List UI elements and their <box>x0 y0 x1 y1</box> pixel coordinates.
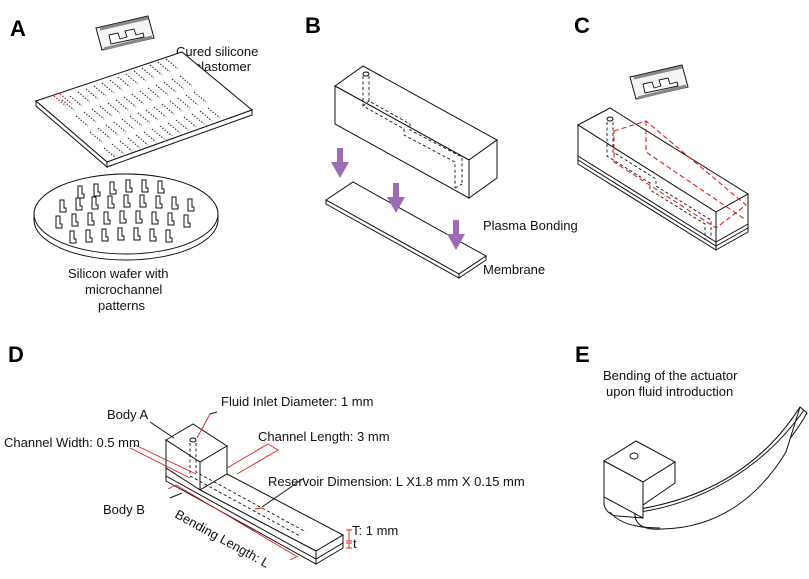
membrane-caption: Membrane <box>483 262 545 277</box>
dimension-marks <box>129 411 352 561</box>
silicon-wafer <box>33 173 219 261</box>
bending-caption-line2: upon fluid introduction <box>606 384 733 399</box>
razor-blade-icon <box>628 63 690 101</box>
body-b-label: Body B <box>103 502 145 517</box>
panel-e-label: E <box>575 342 590 367</box>
razor-blade-icon <box>94 14 156 52</box>
wafer-caption-line1: Silicon wafer with <box>68 266 168 281</box>
thickness-t-label: t <box>353 536 357 551</box>
body-a-label: Body A <box>107 407 149 422</box>
fluid-inlet-label: Fluid Inlet Diameter: 1 mm <box>221 394 373 409</box>
panel-c-label: C <box>574 13 590 38</box>
elastomer-caption-line1: Cured silicone <box>176 44 258 59</box>
actuator-schematic <box>165 423 345 565</box>
bonded-actuator-block <box>577 107 749 251</box>
reservoir-dimension-label: Reservoir Dimension: L X1.8 mm X 0.15 mm <box>268 474 525 489</box>
wafer-caption-line2: microchannel <box>85 282 162 297</box>
membrane-sheet <box>325 181 487 279</box>
down-arrow-icon <box>331 148 465 250</box>
panel-b: B Plasma Bonding Membrane <box>305 13 578 279</box>
plasma-bonding-caption: Plasma Bonding <box>483 218 578 233</box>
panel-a-label: A <box>10 16 26 41</box>
channel-length-label: Channel Length: 3 mm <box>258 429 390 444</box>
wafer-caption-line3: patterns <box>98 298 145 313</box>
channel-width-label: Channel Width: 0.5 mm <box>4 435 140 450</box>
panel-c: C <box>574 13 749 251</box>
bent-actuator <box>603 406 808 530</box>
bending-caption-line1: Bending of the actuator <box>603 368 738 383</box>
thickness-T-label: T: 1 mm <box>352 523 398 538</box>
panel-e: E Bending of the actuator upon fluid int… <box>575 342 808 530</box>
elastomer-caption-line2: elastomer <box>194 59 252 74</box>
panel-a: A Cured silicone elastomer <box>10 14 258 313</box>
panel-b-label: B <box>305 13 321 38</box>
panel-d: D Body A Body B <box>4 342 525 571</box>
panel-d-label: D <box>8 342 24 367</box>
elastomer-slab <box>35 51 253 169</box>
elastomer-block <box>334 65 498 199</box>
